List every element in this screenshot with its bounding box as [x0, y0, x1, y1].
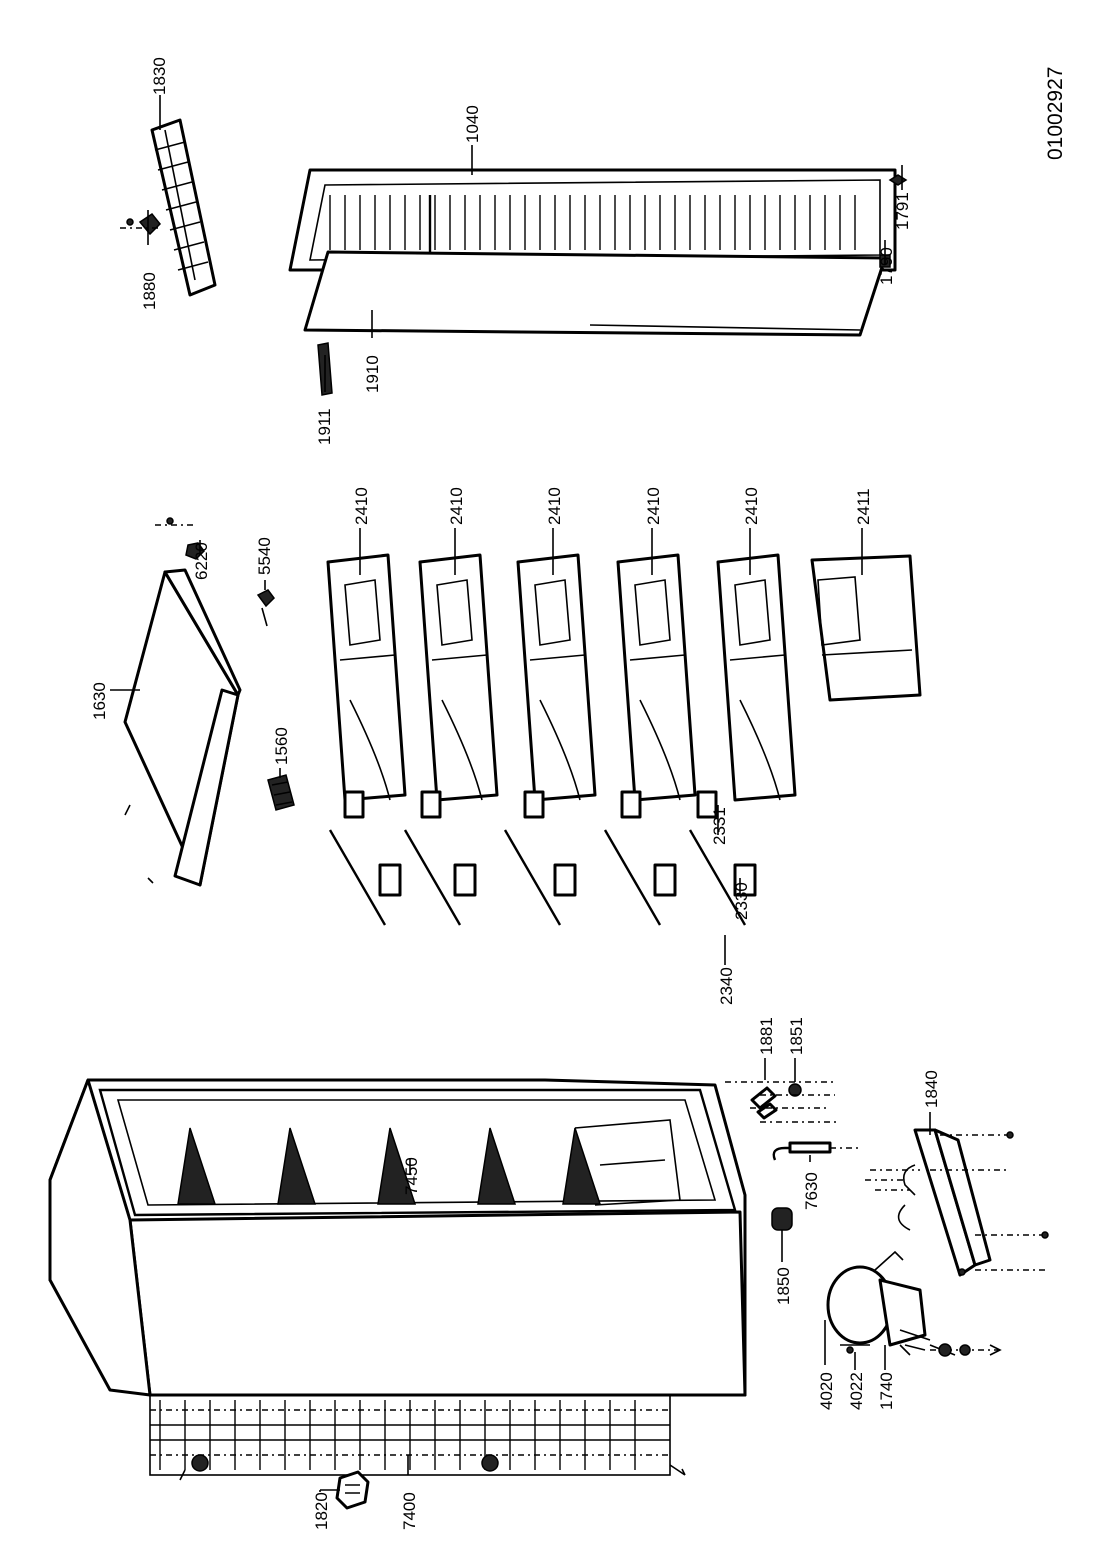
label-1881: 1881: [757, 1017, 776, 1055]
label-1911: 1911: [315, 408, 334, 445]
freezer-grid-1830: [150, 118, 217, 297]
label-1820: 1820: [312, 1492, 331, 1530]
drawer-2: [418, 553, 499, 802]
label-1740: 1740: [877, 1372, 896, 1410]
drawer-5: [716, 553, 797, 802]
part-1820: [320, 1470, 370, 1510]
label-7450: 7450: [402, 1157, 421, 1195]
part-1880: [120, 212, 162, 236]
label-1040: 1040: [463, 105, 482, 143]
top-cover-1630: [123, 568, 242, 887]
part-1840: [865, 1128, 1049, 1277]
label-1630: 1630: [90, 682, 109, 720]
label-1830: 1830: [150, 57, 169, 95]
label-1560: 1560: [272, 727, 291, 765]
label-2330: 2330: [732, 882, 751, 920]
condenser-coil: [149, 1394, 686, 1481]
label-6220: 6220: [192, 542, 211, 580]
part-7630: [772, 1141, 860, 1161]
drawers: [326, 553, 922, 802]
label-2410-d: 2410: [644, 487, 663, 525]
label-1790: 1790: [877, 247, 896, 285]
drawer-rails: [328, 829, 747, 926]
shelf-supports: [177, 1127, 602, 1205]
label-2410-c: 2410: [545, 487, 564, 525]
part-1560: [267, 774, 295, 811]
label-2331: 2331: [710, 807, 729, 845]
part-1850: [771, 1207, 793, 1255]
label-2410-a: 2410: [352, 487, 371, 525]
label-4022: 4022: [847, 1372, 866, 1410]
label-1791: 1791: [893, 192, 912, 230]
label-1840: 1840: [922, 1070, 941, 1108]
compressor-4020: [826, 1250, 1002, 1357]
label-5540: 5540: [255, 537, 274, 575]
drawer-1: [326, 553, 407, 802]
part-1881-1851: [725, 1081, 840, 1123]
label-2410-e: 2410: [742, 487, 761, 525]
drawer-2411: [810, 554, 922, 702]
document-code: 01002927: [1044, 67, 1067, 160]
part-5540: [256, 589, 275, 627]
rail-guides: [343, 790, 757, 897]
label-1851: 1851: [787, 1017, 806, 1055]
drawer-3: [516, 553, 597, 802]
label-1850: 1850: [774, 1267, 793, 1305]
door-1040: [288, 168, 897, 272]
door-gasket-1910: [303, 250, 887, 337]
drawer-4: [616, 553, 697, 802]
label-1910: 1910: [363, 355, 382, 393]
label-7630: 7630: [802, 1172, 821, 1210]
label-2411: 2411: [854, 488, 873, 525]
part-labels: 1830 1880 1040 1791 1790 1910 1911 6220 …: [90, 57, 1067, 1530]
leader-lines: [110, 95, 931, 1492]
cabinet-body: [48, 1078, 747, 1481]
label-4020: 4020: [817, 1372, 836, 1410]
label-7400: 7400: [400, 1492, 419, 1530]
label-1880: 1880: [140, 272, 159, 310]
label-2410-b: 2410: [447, 487, 466, 525]
label-2340: 2340: [717, 967, 736, 1005]
